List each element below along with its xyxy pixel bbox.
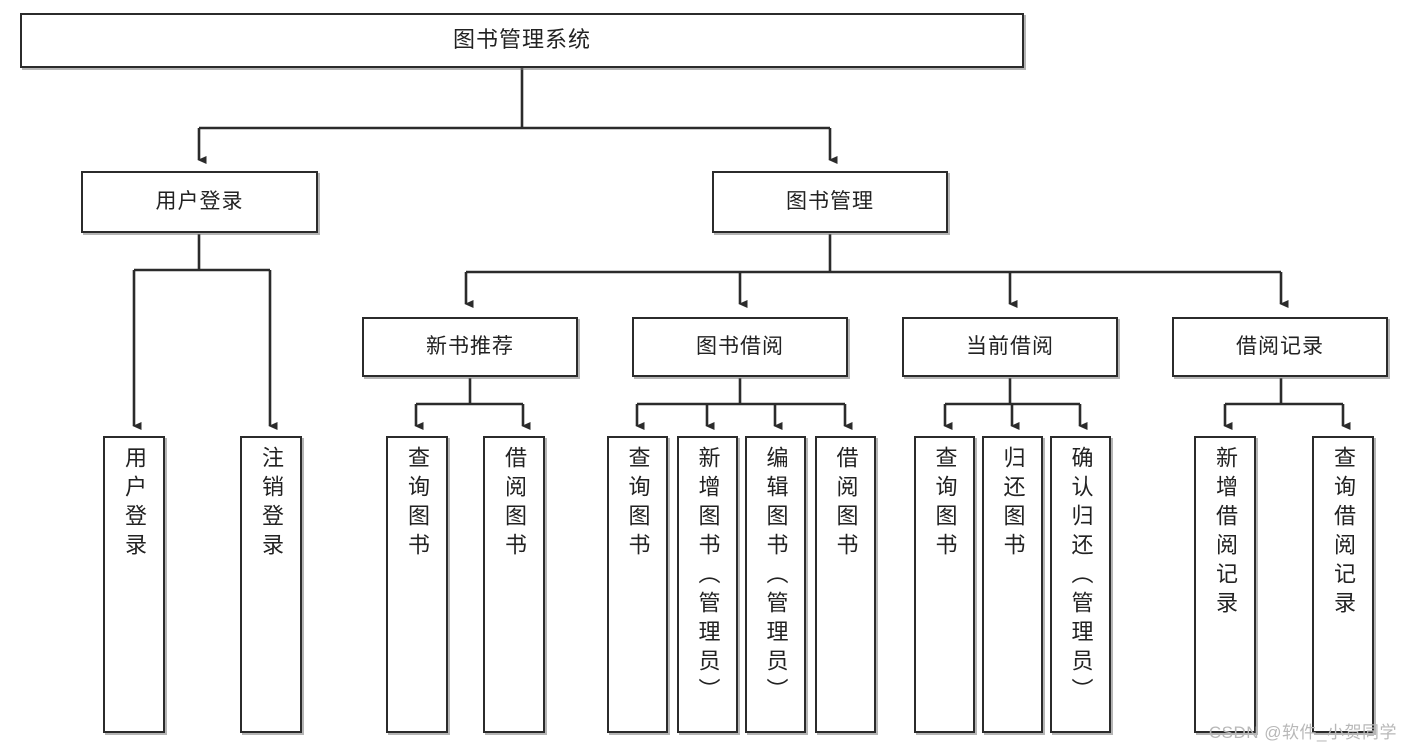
node-borrow-record[interactable]: 借阅记录 xyxy=(1172,317,1388,377)
node-label: 注销登录 xyxy=(259,446,284,562)
node-label: 用户登录 xyxy=(155,190,244,214)
node-label: 查询借阅记录 xyxy=(1331,446,1356,620)
node-label: 查询图书 xyxy=(405,446,430,562)
leaf-add-borrow-record[interactable]: 新增借阅记录 xyxy=(1194,436,1256,733)
node-new-book-recommend[interactable]: 新书推荐 xyxy=(362,317,578,377)
node-book-borrow[interactable]: 图书借阅 xyxy=(632,317,848,377)
node-label: 借阅记录 xyxy=(1236,335,1324,359)
leaf-query-borrow-record[interactable]: 查询借阅记录 xyxy=(1312,436,1374,733)
leaf-borrow-book-recommend[interactable]: 借阅图书 xyxy=(483,436,545,733)
leaf-query-book-current[interactable]: 查询图书 xyxy=(914,436,975,733)
node-label: 确认归还（管理员） xyxy=(1068,446,1094,707)
node-label: 当前借阅 xyxy=(966,335,1054,359)
leaf-add-book[interactable]: 新增图书（管理员） xyxy=(677,436,738,733)
node-label: 查询图书 xyxy=(625,446,651,562)
node-label: 图书借阅 xyxy=(696,335,784,359)
leaf-borrow-book[interactable]: 借阅图书 xyxy=(815,436,876,733)
leaf-logout-login[interactable]: 注销登录 xyxy=(240,436,302,733)
node-user-login[interactable]: 用户登录 xyxy=(81,171,318,233)
node-label: 图书管理系统 xyxy=(452,27,591,53)
leaf-query-book-borrow[interactable]: 查询图书 xyxy=(607,436,668,733)
node-root-system[interactable]: 图书管理系统 xyxy=(20,13,1024,68)
node-label: 查询图书 xyxy=(932,446,958,562)
leaf-user-login[interactable]: 用户登录 xyxy=(103,436,165,733)
node-label: 新增图书（管理员） xyxy=(695,446,721,707)
node-label: 用户登录 xyxy=(122,446,147,562)
node-label: 新书推荐 xyxy=(426,335,514,359)
node-book-management[interactable]: 图书管理 xyxy=(712,171,948,233)
node-label: 新增借阅记录 xyxy=(1213,446,1238,620)
csdn-watermark: CSDN @软件_小贺同学 xyxy=(1208,723,1397,742)
leaf-query-book-recommend[interactable]: 查询图书 xyxy=(386,436,448,733)
node-label: 编辑图书（管理员） xyxy=(763,446,789,707)
node-current-borrow[interactable]: 当前借阅 xyxy=(902,317,1118,377)
node-label: 借阅图书 xyxy=(833,446,859,562)
leaf-return-book[interactable]: 归还图书 xyxy=(982,436,1043,733)
leaf-confirm-return[interactable]: 确认归还（管理员） xyxy=(1050,436,1111,733)
node-label: 归还图书 xyxy=(1000,446,1026,562)
node-label: 借阅图书 xyxy=(502,446,527,562)
node-label: 图书管理 xyxy=(786,190,874,214)
leaf-edit-book[interactable]: 编辑图书（管理员） xyxy=(745,436,806,733)
